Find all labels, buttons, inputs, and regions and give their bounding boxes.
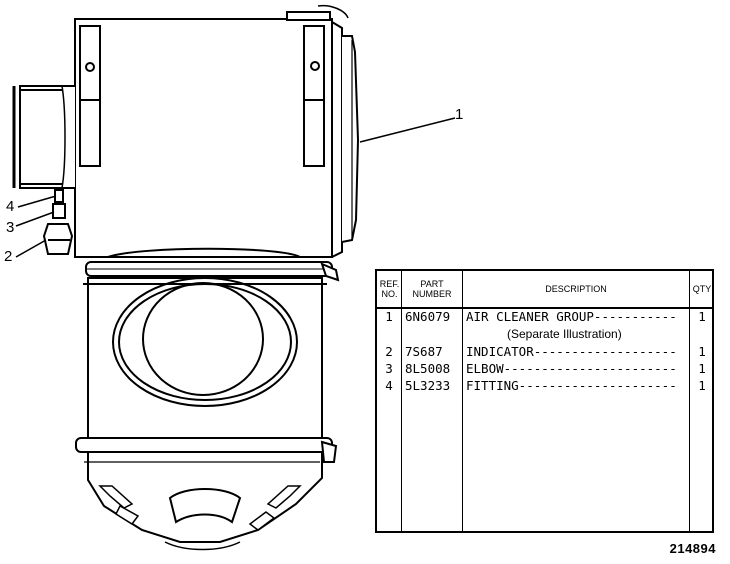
header-description: DESCRIPTION — [545, 284, 607, 294]
row-3-part: 8L5008 — [405, 361, 451, 376]
header-ref-no: REF. NO. — [379, 279, 400, 299]
row-1-part: 6N6079 — [405, 309, 451, 324]
leader-1 — [359, 117, 456, 143]
housing-right-side — [331, 21, 343, 258]
row-3-qty: 1 — [698, 361, 706, 376]
lower-neck — [107, 247, 301, 258]
header-qty: QTY — [692, 284, 712, 294]
callout-4: 4 — [6, 198, 15, 215]
row-2-ref: 2 — [385, 344, 393, 359]
upper-housing — [74, 18, 333, 258]
dust-cup-window — [168, 488, 242, 524]
leader-2 — [15, 239, 47, 258]
row-4-desc: FITTING--------------------- — [466, 378, 677, 393]
callout-2: 2 — [4, 248, 13, 265]
leader-3 — [15, 211, 55, 227]
row-4-qty: 1 — [698, 378, 706, 393]
row-2-qty: 1 — [698, 344, 706, 359]
bolt-hole-left — [85, 62, 95, 72]
row-1-ref: 1 — [385, 309, 393, 324]
bracket-left — [79, 25, 101, 167]
elbow-part — [52, 203, 66, 219]
row-3-ref: 3 — [385, 361, 393, 376]
row-1-desc: AIR CLEANER GROUP----------- — [466, 309, 677, 324]
row-4-ref: 4 — [385, 378, 393, 393]
row-1-qty: 1 — [698, 309, 706, 324]
lower-clamp-band — [75, 437, 333, 453]
figure-number: 214894 — [669, 541, 716, 556]
row-2-desc: INDICATOR------------------- — [466, 344, 677, 359]
header-part-number: PART NUMBER — [412, 279, 452, 299]
oval-window-outer — [112, 277, 298, 407]
row-1-note: (Separate Illustration) — [507, 327, 622, 341]
end-cap-flange — [341, 35, 360, 243]
row-2-part: 7S687 — [405, 344, 443, 359]
row-3-desc: ELBOW----------------------- — [466, 361, 677, 376]
row-4-part: 5L3233 — [405, 378, 451, 393]
bolt-hole-right — [310, 61, 320, 71]
callout-1: 1 — [455, 106, 464, 123]
header-divider — [377, 307, 712, 309]
inner-tube — [142, 282, 264, 396]
bracket-right — [303, 25, 325, 167]
fitting-part — [54, 189, 64, 203]
leader-4 — [17, 195, 57, 208]
inlet-pipe — [19, 85, 75, 189]
parts-table: REF. NO. PART NUMBER DESCRIPTION QTY 1 6… — [375, 269, 714, 533]
callout-3: 3 — [6, 219, 15, 236]
